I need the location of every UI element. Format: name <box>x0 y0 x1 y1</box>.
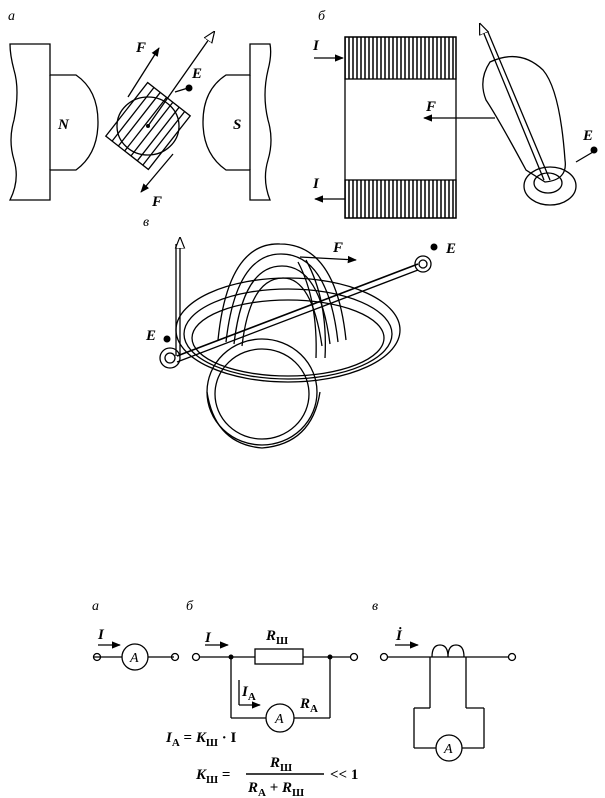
branch-current-sub: A <box>248 691 256 703</box>
terminal-e-b-label: E <box>582 128 593 144</box>
current-label-a: I <box>97 627 105 643</box>
vane-pivot-inner <box>533 172 563 194</box>
terminal-e-b <box>590 146 598 154</box>
terminal-e-a <box>185 84 193 92</box>
formula-2: KШ = RШ RA + RШ << 1 <box>195 755 358 798</box>
svg-text:RШ: RШ <box>265 628 288 647</box>
rotor-core <box>116 96 180 156</box>
pole-n-label: N <box>57 117 70 133</box>
terminal-e-v-right-label: E <box>445 241 456 257</box>
bottom-panel-a: а A I <box>92 599 180 671</box>
top-panel-v-caption: в <box>143 215 149 230</box>
pointer-arrow <box>147 32 214 127</box>
bottom-panel-v-caption: в <box>372 599 378 614</box>
top-panel-b-caption: б <box>318 9 326 24</box>
top-panel-a-caption: а <box>8 9 15 24</box>
force-arrow-top <box>127 47 160 98</box>
spring-left <box>159 347 181 369</box>
magnet-n <box>8 43 99 201</box>
vane-force-label: F <box>425 99 436 115</box>
top-panel-a: а N S F F E <box>8 9 272 210</box>
shunt-resistor <box>254 648 304 665</box>
axis-shaft <box>176 263 419 357</box>
coil-force-label: F <box>332 240 343 256</box>
ammeter-v-label: A <box>443 742 453 757</box>
terminal-e-v-left <box>163 335 171 343</box>
svg-text:RШ: RШ <box>269 755 292 774</box>
terminal-e-v-left-label: E <box>145 328 156 344</box>
moving-coil-loops <box>217 243 347 359</box>
terminal-e-a-label: E <box>191 66 202 82</box>
coil-winding-top <box>344 36 457 80</box>
ammeter-b <box>265 703 295 733</box>
vane-pointer <box>480 24 545 181</box>
force-top-label: F <box>135 40 146 56</box>
meter-res-sub: A <box>310 703 318 715</box>
current-transformer-coil <box>431 644 465 658</box>
shunt-label: R <box>265 628 276 644</box>
ammeter-b-label: A <box>274 712 284 727</box>
top-panel-v: в E E F <box>143 215 456 449</box>
force-arrow-bottom <box>140 153 174 193</box>
spring-right <box>414 255 432 273</box>
svg-text:RA + RШ: RA + RШ <box>247 780 304 798</box>
force-bottom-label: F <box>151 194 162 210</box>
formula-1: IA = KШ · I <box>165 730 236 749</box>
svg-text:IA: IA <box>241 684 256 703</box>
branch-current-label: I <box>241 684 249 700</box>
terminal-e-v-right <box>430 243 438 251</box>
svg-text:<< 1: << 1 <box>330 767 358 783</box>
svg-text:RA: RA <box>299 696 318 715</box>
top-panel-b: б I I F E <box>312 9 598 219</box>
svg-text:KШ =: KШ = <box>195 767 234 786</box>
current-in-label: I <box>312 38 320 54</box>
bottom-panel-b-caption: б <box>186 599 194 614</box>
shunt-label-sub: Ш <box>276 635 288 647</box>
bottom-panel-b: б I RШ A IA RA IA = KШ · I KШ = RШ RA + … <box>165 599 358 798</box>
rotor-coil <box>104 81 192 171</box>
bottom-panel-v: в İ A <box>372 599 517 762</box>
moving-vane <box>482 55 566 183</box>
current-out-label: I <box>312 176 320 192</box>
ammeter-a-label: A <box>129 651 139 666</box>
pole-s-label: S <box>233 117 241 133</box>
current-label-b: I <box>204 630 212 646</box>
meter-res-label: R <box>299 696 310 712</box>
magnet-s <box>202 43 272 201</box>
ammeter-v <box>435 734 463 762</box>
current-label-v: İ <box>395 627 403 644</box>
coil-winding-bottom <box>344 179 457 219</box>
fixed-coil-rings <box>175 277 401 449</box>
vane-pivot-outer <box>523 166 577 206</box>
coil-force-arrow <box>299 255 357 264</box>
bottom-panel-a-caption: а <box>92 599 99 614</box>
